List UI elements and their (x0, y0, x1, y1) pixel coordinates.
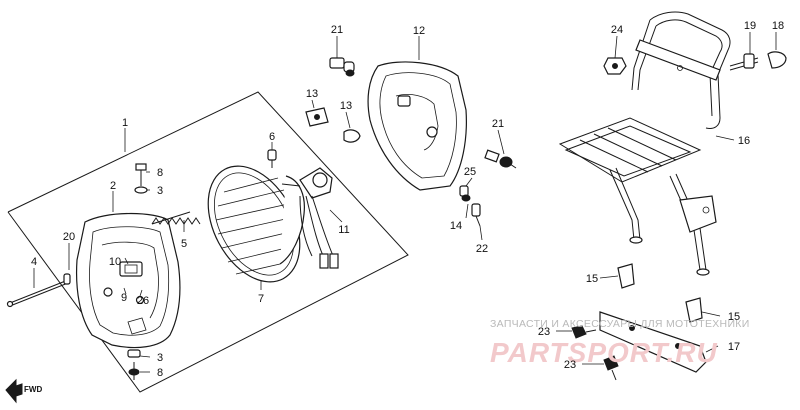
callout-23-lower: 23 (564, 359, 576, 371)
nut-and-bolt (459, 185, 481, 227)
callout-1: 1 (122, 117, 128, 129)
callout-2: 2 (110, 180, 116, 192)
callout-26: 26 (137, 295, 149, 307)
bolt-23-upper (571, 325, 597, 339)
watermark-caption: ЗАПЧАСТИ И АКСЕССУАРЫ ДЛЯ МОТОТЕХНИКИ (490, 318, 750, 330)
callout-19: 19 (744, 20, 756, 32)
callout-17: 17 (728, 341, 740, 353)
callout-4: 4 (31, 256, 37, 268)
leader-lines (33, 32, 777, 373)
callout-13-upper: 13 (306, 88, 318, 100)
watermark-brand: PARTSPORT.RU (490, 337, 718, 368)
spring (151, 211, 201, 225)
nut-24 (603, 57, 627, 75)
callout-12: 12 (413, 25, 425, 37)
callout-11: 11 (338, 224, 349, 236)
collar-right (685, 297, 703, 323)
bolt-23-lower (603, 355, 619, 381)
callout-21-right: 21 (492, 118, 504, 130)
callout-14: 14 (450, 220, 462, 232)
callout-8-upper: 8 (157, 167, 163, 179)
forward-marker: FWD (5, 378, 42, 404)
headlight-lens (207, 165, 305, 283)
callout-6: 6 (269, 131, 275, 143)
bulb-socket (281, 167, 339, 269)
bolt-upper (134, 163, 148, 194)
collar-left (617, 263, 635, 289)
bolt-housing-right (484, 149, 517, 169)
callout-15-right: 15 (728, 311, 740, 323)
callout-25: 25 (464, 166, 476, 178)
callout-20: 20 (63, 231, 75, 243)
headlight-case (75, 212, 181, 349)
callout-13-lower: 13 (340, 100, 352, 112)
callout-21-upper: 21 (331, 24, 343, 36)
callout-16: 16 (738, 135, 750, 147)
cap-18 (767, 51, 787, 69)
callout-18: 18 (772, 20, 784, 32)
callout-8-lower: 8 (157, 367, 163, 379)
adjusting-screw (6, 273, 71, 308)
grommet-lower (343, 129, 361, 143)
callout-15-left: 15 (586, 273, 598, 285)
pin (267, 149, 277, 168)
watermark: ЗАПЧАСТИ И АКСЕССУАРЫ ДЛЯ МОТОТЕХНИКИ PA… (490, 318, 750, 368)
carrier-rack (558, 11, 731, 276)
bolt-lower (127, 349, 141, 380)
callout-24: 24 (611, 24, 623, 36)
rack-bracket (599, 311, 707, 373)
callout-3-lower: 3 (157, 352, 163, 364)
bolt-housing-upper (329, 57, 355, 77)
callouts: 1 2 3 4 5 6 7 8 9 10 11 12 13 13 14 15 1… (31, 20, 784, 379)
callout-3-upper: 3 (157, 185, 163, 197)
callout-10: 10 (109, 256, 121, 268)
callout-9: 9 (121, 292, 127, 304)
callout-7: 7 (258, 293, 264, 305)
forward-marker-label: FWD (24, 385, 42, 394)
headlight-housing (367, 61, 467, 191)
callout-5: 5 (181, 238, 187, 250)
bolt-19 (729, 53, 759, 71)
callout-22: 22 (476, 243, 488, 255)
grommet-top (305, 107, 329, 127)
callout-23-upper: 23 (538, 326, 550, 338)
